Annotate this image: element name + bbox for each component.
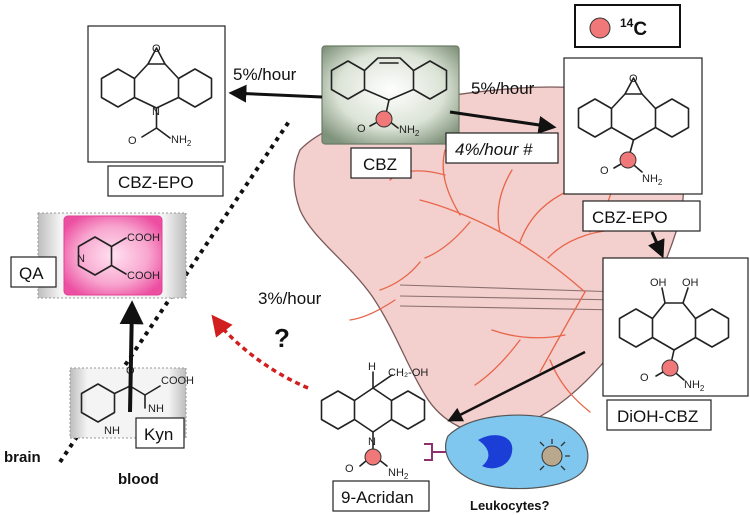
legend-mass: 14 — [620, 16, 634, 30]
blood-label: blood — [118, 471, 159, 488]
svg-text:O: O — [600, 165, 609, 177]
legend-element: C — [633, 19, 647, 40]
cbz-epo-left-molecule: O N O NH2 — [87, 25, 226, 163]
cbz-label: CBZ — [363, 155, 397, 174]
brain-label: brain — [4, 449, 41, 466]
cbz-epo-right-label-box — [582, 200, 701, 232]
svg-text:NH2: NH2 — [388, 467, 409, 481]
svg-text:COOH: COOH — [127, 232, 160, 244]
svg-text:14C: 14C — [620, 16, 647, 40]
rate-acridan-to-brain: 3%/hour — [258, 289, 322, 308]
arrow-diol-to-acridan — [447, 350, 586, 422]
arrow-cbz-to-cbz-epo-right — [449, 110, 557, 134]
kyn-label: Kyn — [144, 425, 173, 444]
leukocyte-illustration — [424, 414, 589, 490]
cbz-label-box — [350, 147, 412, 179]
acridan-label-box — [332, 480, 430, 512]
qa-label-box — [10, 256, 57, 288]
svg-text:O: O — [629, 73, 638, 85]
cbz-epo-left-label: CBZ-EPO — [118, 173, 194, 192]
kyn-label-box — [135, 417, 185, 449]
blood-brain-barrier — [58, 118, 292, 464]
dioh-cbz-label-box — [606, 399, 712, 431]
svg-text:NH: NH — [148, 403, 164, 415]
svg-text:NH2: NH2 — [171, 134, 192, 148]
svg-text:O: O — [128, 135, 137, 147]
arrow-epo-to-diol — [648, 231, 665, 259]
svg-text:N: N — [368, 436, 376, 448]
leukocytes-label: Leukocytes? — [470, 498, 550, 513]
svg-text:COOH: COOH — [161, 375, 194, 387]
dioh-cbz-label: DiOH-CBZ — [617, 407, 698, 426]
liver-rate-box — [445, 132, 559, 164]
svg-text:N: N — [152, 106, 160, 118]
svg-text:N: N — [77, 253, 85, 265]
qa-molecule: N COOH COOH — [37, 212, 187, 299]
svg-text:NH2: NH2 — [684, 379, 705, 393]
svg-text:H: H — [368, 361, 376, 373]
rate-cbz-to-epo-right: 5%/hour — [471, 79, 535, 98]
acridan-molecule: H CH₂-OH N O NH2 — [320, 361, 428, 481]
svg-text:OH: OH — [682, 277, 699, 289]
svg-text:O: O — [640, 372, 649, 384]
svg-text:OH: OH — [650, 277, 667, 289]
dioh-cbz-molecule: OH OH O NH2 — [602, 257, 749, 397]
cbz-epo-right-label: CBZ-EPO — [592, 208, 668, 227]
acridan-label: 9-Acridan — [341, 488, 414, 507]
cbz-molecule: O NH2 — [321, 45, 460, 145]
svg-text:COOH: COOH — [127, 270, 160, 282]
svg-text:CH₂-OH: CH₂-OH — [388, 367, 428, 379]
cbz-nh2: NH2 — [399, 124, 420, 138]
arrow-cbz-to-cbz-epo-left — [228, 84, 323, 103]
cbz-epo-right-molecule: O O NH2 — [563, 57, 703, 195]
cbz-epo-left-label-box — [107, 165, 224, 197]
qa-label: QA — [19, 264, 44, 283]
svg-text:O: O — [152, 43, 161, 55]
svg-text:NH: NH — [104, 425, 120, 437]
svg-text:O: O — [345, 463, 354, 475]
arrow-acridan-to-brain — [211, 314, 309, 390]
rate-liver-note: 4%/hour # — [455, 140, 533, 159]
unknown-mark: ? — [274, 323, 290, 353]
legend-14c: 14C — [574, 4, 681, 48]
rate-cbz-to-epo-left: 5%/hour — [233, 65, 297, 84]
carbon14-marker — [589, 17, 611, 39]
arrow-kyn-to-qa — [119, 300, 144, 413]
svg-text:NH2: NH2 — [642, 173, 663, 187]
cbz-o: O — [357, 123, 366, 135]
